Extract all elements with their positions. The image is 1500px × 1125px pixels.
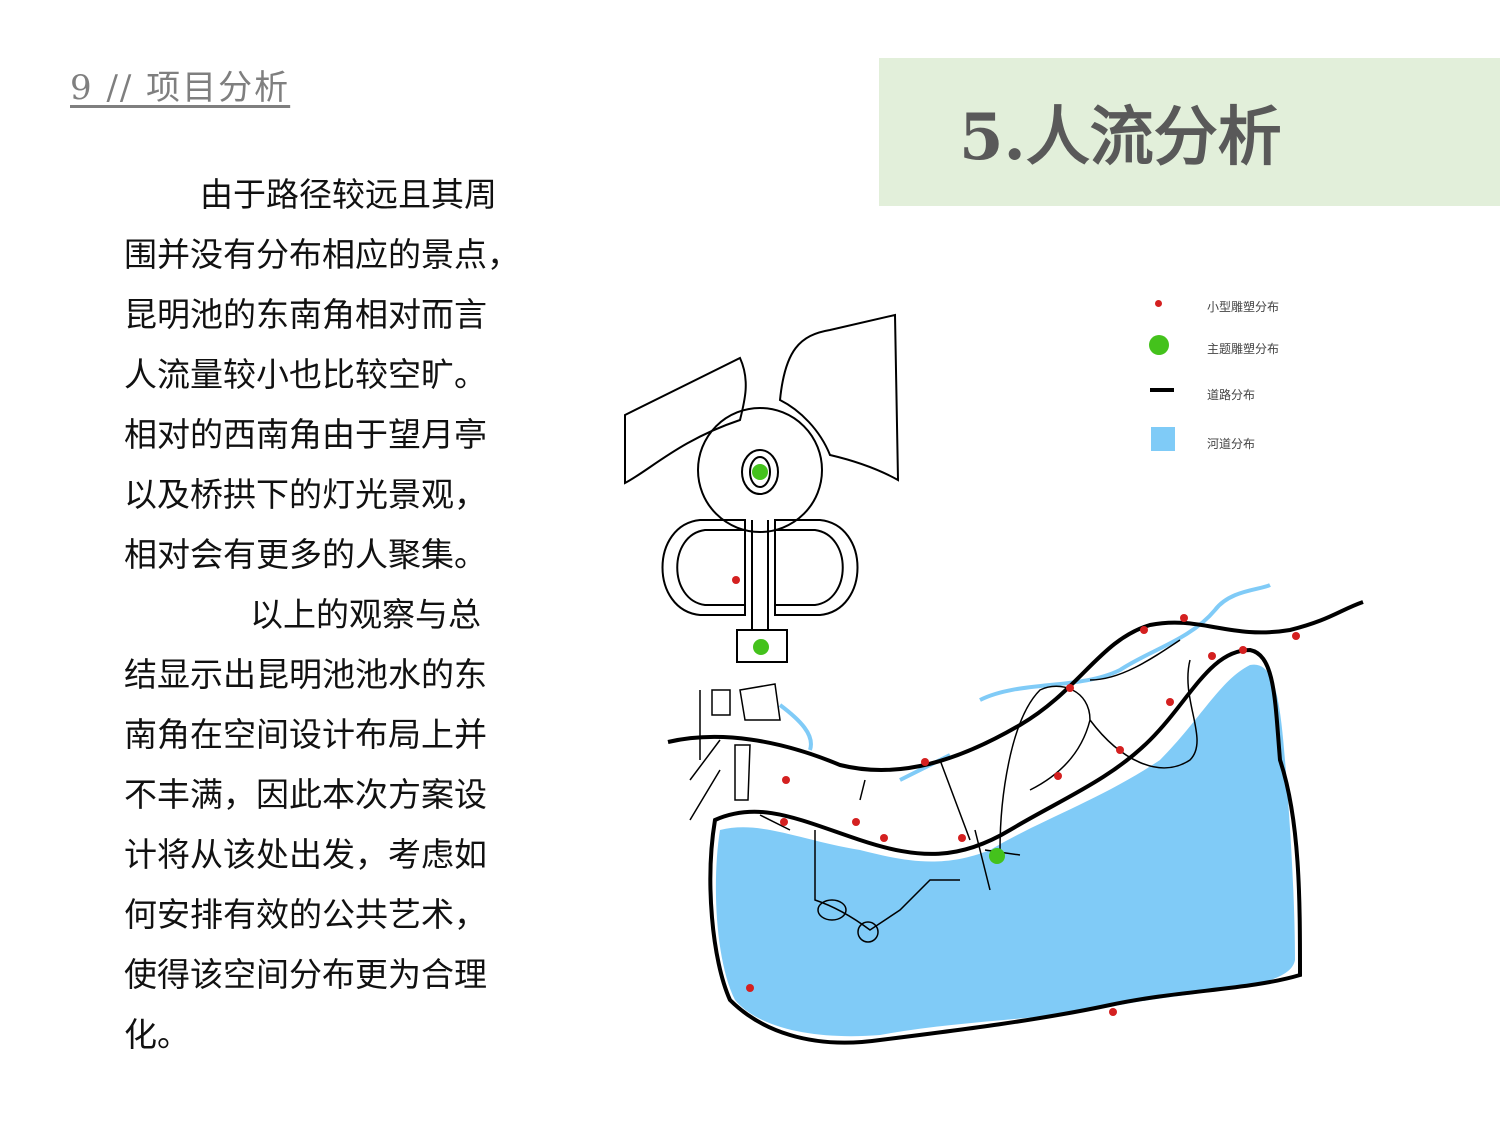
- road-lake-loop: [708, 647, 1303, 1045]
- legend-item: 小型雕塑分布: [1145, 290, 1305, 320]
- small-sculpture-dot: [746, 984, 754, 992]
- theme-sculpture-dot: [989, 848, 1005, 864]
- axis-path: [736, 520, 788, 663]
- text-line: 计将从该处出发，考虑如: [124, 835, 487, 874]
- site-map: [624, 313, 1364, 1045]
- text-line: 化。: [124, 1015, 190, 1054]
- plaza-ring: [661, 519, 859, 616]
- theme-sculpture-dot: [753, 639, 769, 655]
- text-line: 相对的西南角由于望月亭: [124, 415, 487, 454]
- plaza-outline: [624, 356, 747, 485]
- small-sculpture-dot: [958, 834, 966, 842]
- small-sculpture-dot: [732, 576, 740, 584]
- legend-item: 河道分布: [1145, 427, 1305, 457]
- small-sculpture-dot: [1180, 614, 1188, 622]
- plaza-ring: [676, 529, 844, 606]
- road-main: [667, 600, 1364, 773]
- small-sculpture-dot: [1292, 632, 1300, 640]
- text-line: 使得该空间分布更为合理: [124, 955, 487, 994]
- square-icon: [1151, 427, 1175, 451]
- small-sculpture-dot: [1109, 1008, 1117, 1016]
- small-sculpture-dot: [1208, 652, 1216, 660]
- lake-water: [715, 664, 1295, 1037]
- small-sculpture-dot: [782, 776, 790, 784]
- text-line: 以上的观察与总: [250, 595, 481, 634]
- small-dot-icon: [1155, 300, 1162, 307]
- small-sculptures: [732, 576, 1300, 1016]
- small-sculpture-dot: [1054, 772, 1062, 780]
- legend-item: 主题雕塑分布: [1145, 332, 1305, 362]
- legend-item: 道路分布: [1145, 378, 1305, 408]
- plaza-outline: [778, 313, 900, 482]
- text-line: 何安排有效的公共艺术，: [124, 895, 487, 934]
- small-sculpture-dot: [1166, 698, 1174, 706]
- small-sculpture-dot: [880, 834, 888, 842]
- page-title: 5.人流分析: [959, 100, 1282, 175]
- plaza-circle: [697, 407, 823, 533]
- text-line: 南角在空间设计布局上并: [124, 715, 487, 754]
- text-line: 由于路径较远且其周: [200, 175, 497, 214]
- legend-label: 河道分布: [1207, 437, 1256, 451]
- title-banner: 5.人流分析: [879, 58, 1500, 206]
- text-line: 人流量较小也比较空旷。: [124, 355, 487, 394]
- text-line: 以及桥拱下的灯光景观，: [124, 475, 487, 514]
- small-sculpture-dot: [1116, 746, 1124, 754]
- small-sculpture-dot: [1140, 626, 1148, 634]
- analysis-text: 由于路径较远且其周 围并没有分布相应的景点， 昆明池的东南角相对而言 人流量较小…: [124, 165, 520, 1065]
- text-line: 相对会有更多的人聚集。: [124, 535, 487, 574]
- theme-sculpture-dot: [752, 464, 768, 480]
- small-sculpture-dot: [921, 758, 929, 766]
- large-dot-icon: [1149, 335, 1169, 355]
- legend-label: 主题雕塑分布: [1207, 342, 1280, 356]
- center-ring: [749, 456, 771, 488]
- small-sculpture-dot: [852, 818, 860, 826]
- text-line: 结显示出昆明池池水的东: [124, 655, 487, 694]
- legend-label: 道路分布: [1207, 388, 1256, 402]
- path-network: [759, 759, 1021, 931]
- text-line: 昆明池的东南角相对而言: [124, 295, 487, 334]
- text-line: 不丰满，因此本次方案设: [124, 775, 487, 814]
- text-line: 围并没有分布相应的景点，: [124, 235, 520, 274]
- pavilion: [817, 899, 847, 921]
- small-sculpture-dot: [780, 818, 788, 826]
- small-sculpture-dot: [1066, 684, 1074, 692]
- small-sculpture-dot: [1239, 646, 1247, 654]
- center-ring: [741, 449, 779, 495]
- building-cluster: [689, 683, 781, 821]
- legend-label: 小型雕塑分布: [1207, 300, 1280, 314]
- pavilion: [857, 921, 879, 943]
- river: [979, 583, 1271, 702]
- section-heading: 9 // 项目分析: [70, 68, 291, 108]
- line-icon: [1150, 388, 1174, 392]
